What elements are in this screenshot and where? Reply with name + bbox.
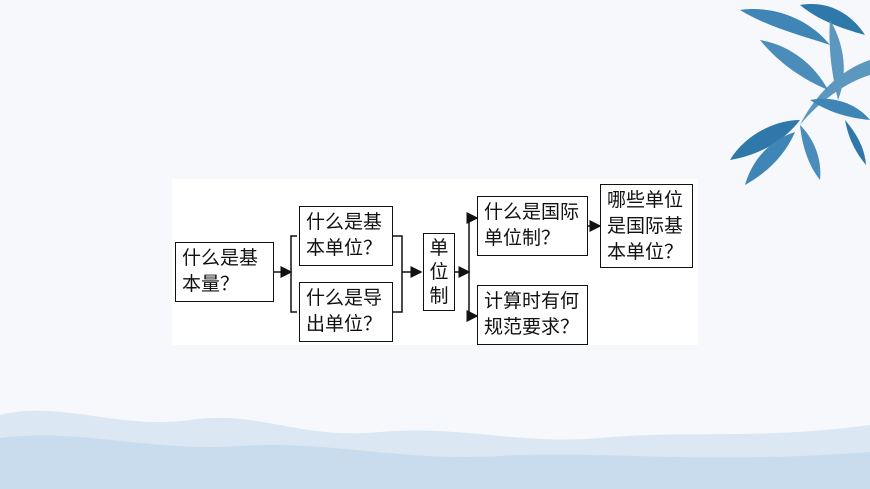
node-basic-quantity: 什么是基 本量？ [175,242,274,302]
node-calc-requirements-line1: 计算时有何 [484,290,580,312]
node-si-system-line2: 单位制？ [484,227,561,249]
node-base-unit-line1: 什么是基 [306,211,383,233]
node-calc-requirements-line2: 规范要求？ [484,316,580,338]
node-basic-quantity-line2: 本量？ [182,273,240,295]
node-calc-requirements: 计算时有何 规范要求？ [477,285,588,345]
node-si-system: 什么是国际 单位制？ [477,196,588,256]
node-si-base-units-line3: 本单位？ [607,241,684,263]
node-base-unit: 什么是基 本单位？ [299,206,393,266]
node-derived-unit-line2: 出单位？ [306,313,383,335]
node-unit-system-char3: 制 [429,285,449,307]
node-unit-system: 单 位 制 [423,233,455,311]
node-si-base-units-line1: 哪些单位 [607,189,684,211]
node-si-base-units: 哪些单位 是国际基 本单位？ [600,184,693,268]
node-si-base-units-line2: 是国际基 [607,215,684,237]
node-si-system-line1: 什么是国际 [484,201,580,223]
node-derived-unit: 什么是导 出单位？ [299,282,393,342]
bamboo-leaves-icon [730,4,870,185]
wave-decoration [0,410,870,489]
node-base-unit-line2: 本单位？ [306,237,383,259]
node-unit-system-char1: 单 [429,237,449,259]
node-derived-unit-line1: 什么是导 [306,287,383,309]
node-unit-system-char2: 位 [429,261,449,283]
node-basic-quantity-line1: 什么是基 [182,247,259,269]
